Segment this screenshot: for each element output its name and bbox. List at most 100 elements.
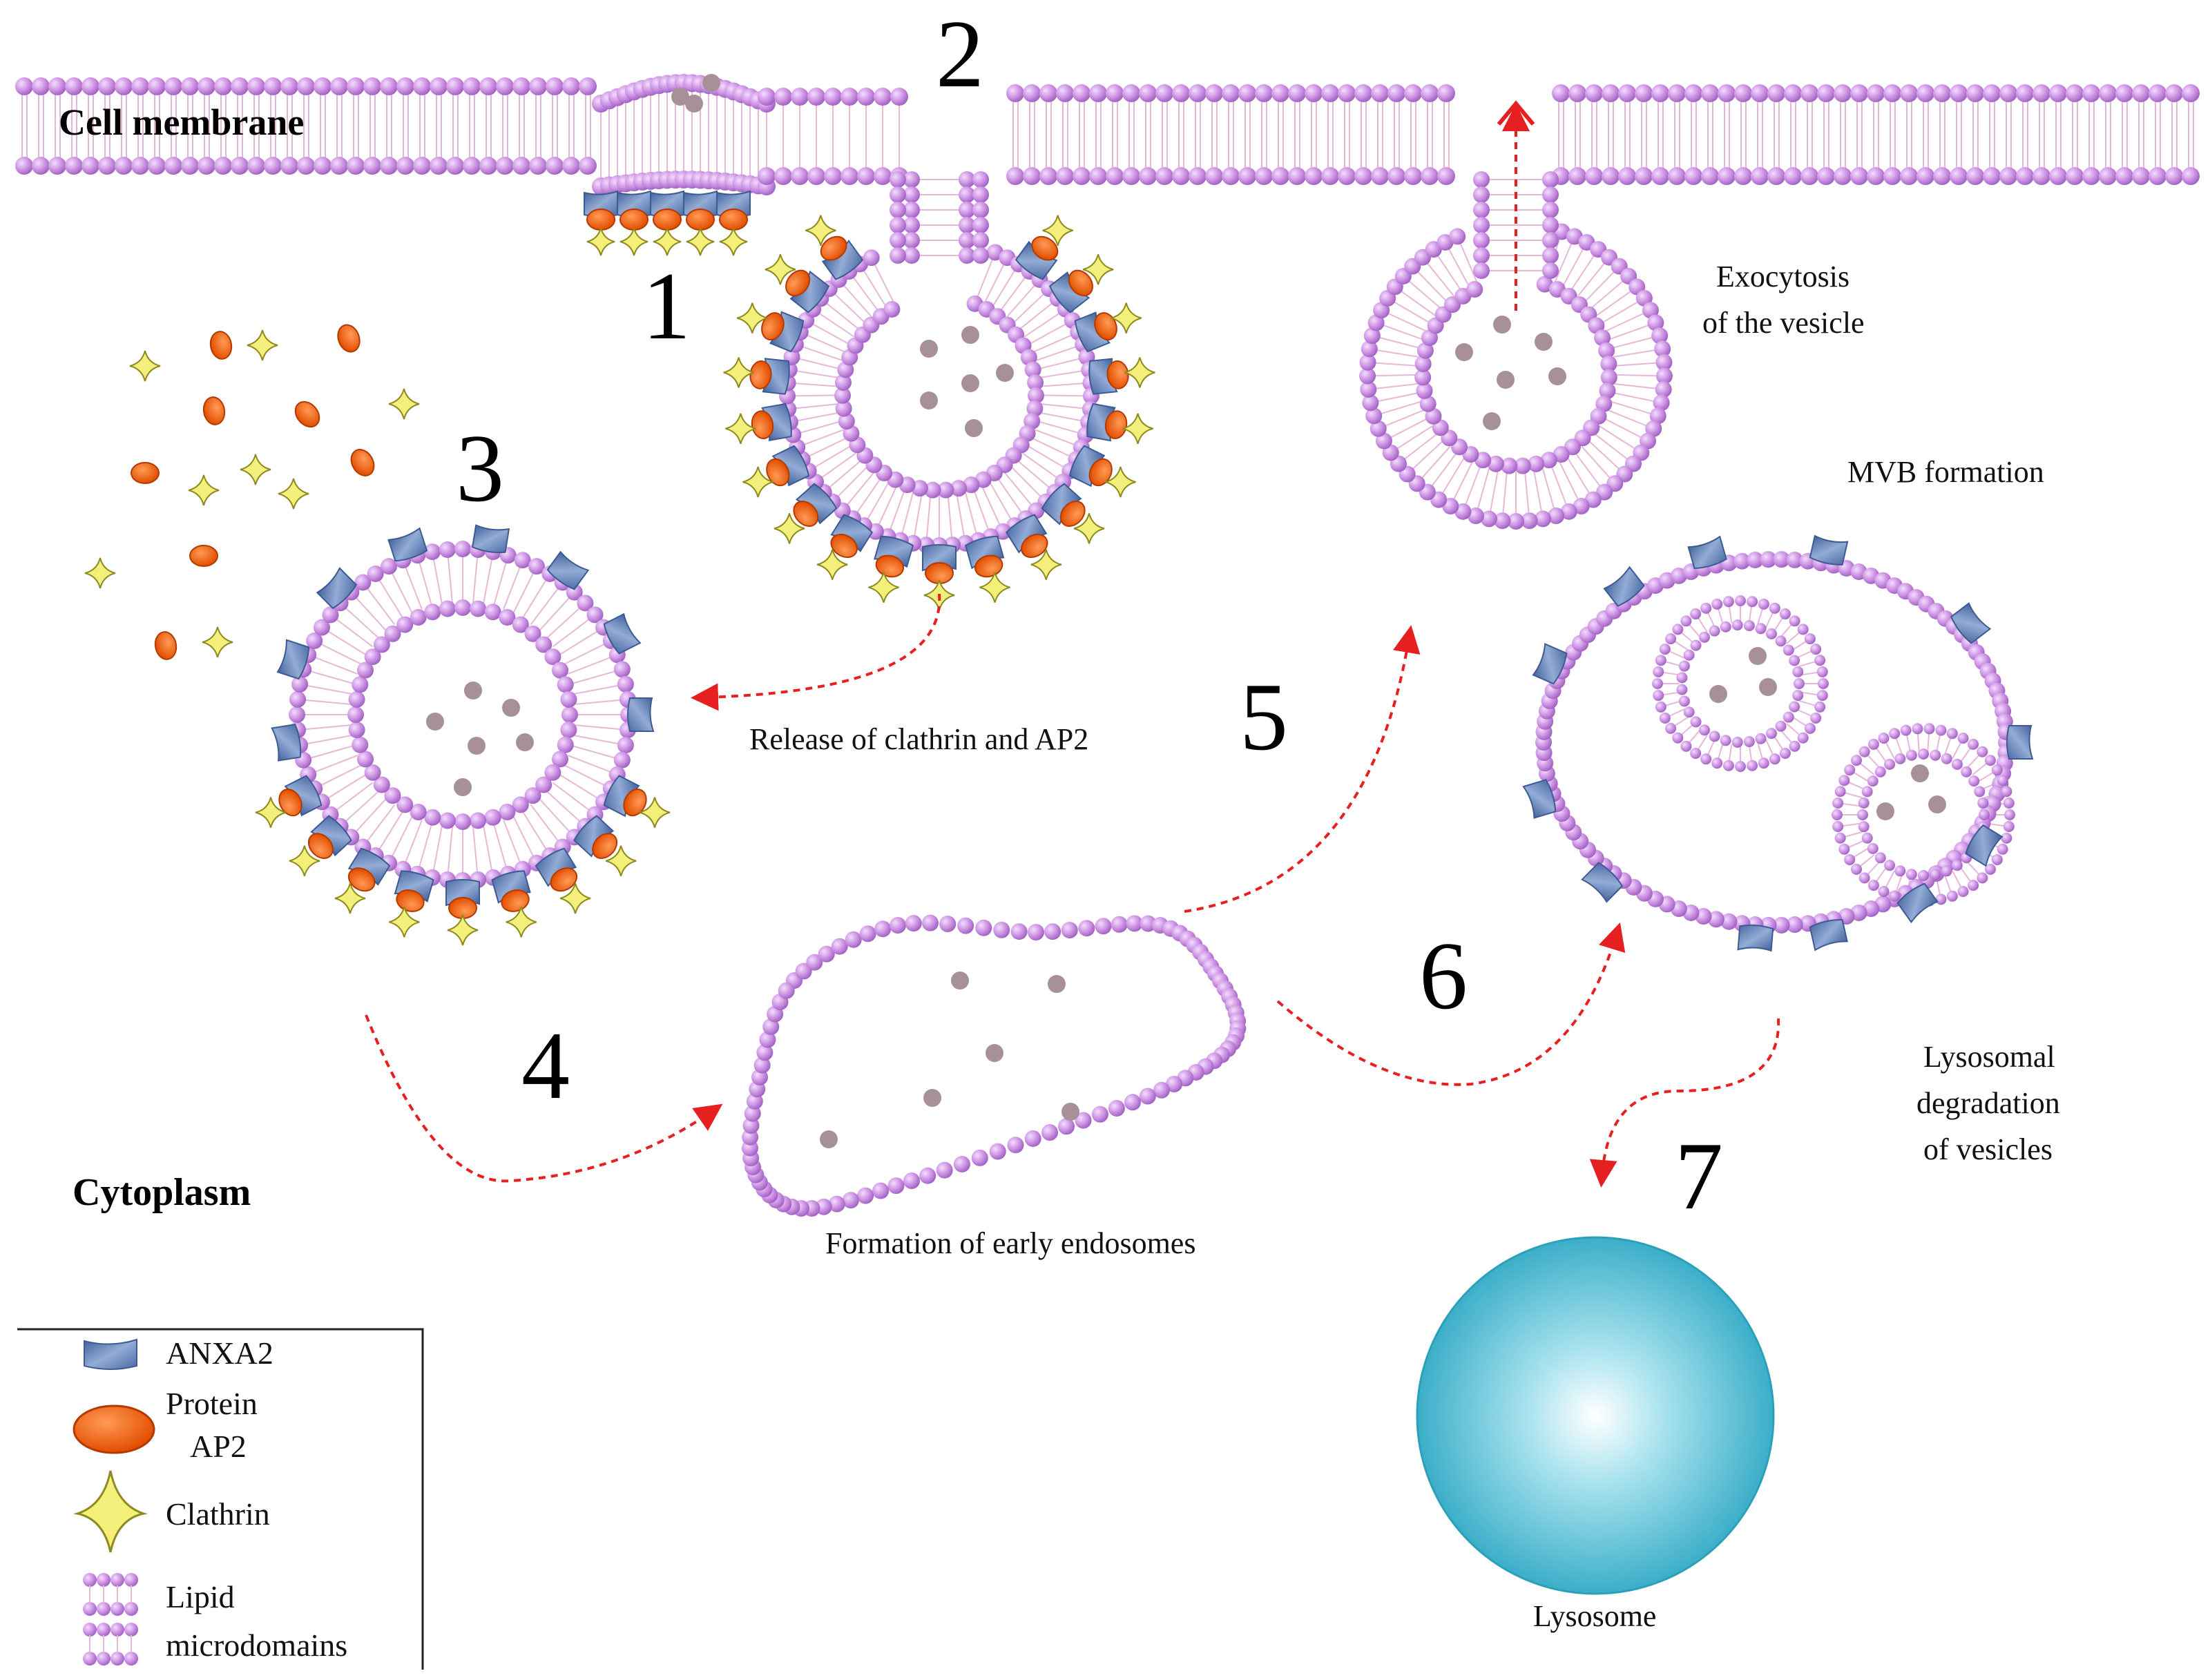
lipid-head bbox=[479, 77, 497, 95]
lipid-head bbox=[1655, 367, 1673, 385]
lipid-head bbox=[613, 661, 631, 678]
lipid-head bbox=[1189, 84, 1207, 102]
lysosomal-label-line2: degradation bbox=[1916, 1086, 2060, 1120]
lipid-tail bbox=[1884, 870, 1895, 890]
lipid-head bbox=[2165, 84, 2183, 102]
lipid-head bbox=[1514, 457, 1531, 474]
lipid-tail bbox=[573, 684, 620, 695]
lipid-head bbox=[1425, 407, 1442, 425]
lipid-head bbox=[1542, 217, 1559, 233]
lipid-head bbox=[198, 77, 215, 95]
lipid-tail bbox=[1846, 839, 1866, 849]
lipid-head bbox=[214, 157, 232, 175]
lipid-head bbox=[1941, 865, 1952, 877]
lipid-head bbox=[963, 476, 980, 494]
exocytosis-label-line1: Exocytosis bbox=[1716, 260, 1849, 293]
lipid-head bbox=[1635, 84, 1653, 102]
lipid-head bbox=[1690, 747, 1702, 759]
clathrin-icon bbox=[247, 329, 278, 361]
lipid-head bbox=[1140, 915, 1157, 932]
lipid-tail bbox=[1441, 456, 1466, 496]
anxa2-icon bbox=[1532, 643, 1568, 685]
lipid-head bbox=[1857, 809, 1868, 820]
lipid-head bbox=[1773, 551, 1790, 568]
lipid-head bbox=[1678, 660, 1690, 672]
cargo-particle bbox=[502, 699, 520, 717]
lipid-head bbox=[972, 232, 989, 249]
lipid-tail bbox=[1672, 639, 1690, 651]
lipid-tail bbox=[1574, 452, 1602, 488]
lipid-head bbox=[1548, 508, 1565, 525]
lipid-head bbox=[1044, 923, 1061, 940]
lipid-tail bbox=[976, 257, 994, 299]
lipid-head bbox=[357, 751, 374, 768]
lipid-head bbox=[1419, 395, 1436, 412]
lipid-head bbox=[2003, 821, 2015, 833]
lipid-head bbox=[1814, 701, 1826, 713]
lipid-head bbox=[1751, 167, 1769, 185]
lipid-head bbox=[903, 186, 920, 203]
lipid-tail bbox=[1662, 699, 1682, 707]
lipid-tail bbox=[1840, 802, 1861, 807]
lipid-head bbox=[231, 157, 249, 175]
lipid-tail bbox=[1798, 699, 1818, 707]
lipid-head bbox=[1718, 167, 1736, 185]
lipid-tail bbox=[303, 724, 351, 731]
lipid-tail bbox=[305, 684, 352, 695]
lipid-head bbox=[1769, 753, 1780, 765]
lipid-tail bbox=[1791, 639, 1809, 651]
lipid-head bbox=[845, 931, 862, 948]
lipid-head bbox=[1124, 1094, 1141, 1111]
lipid-head bbox=[65, 77, 83, 95]
lysosome bbox=[1416, 1236, 1775, 1595]
lipid-head bbox=[1720, 913, 1738, 930]
lipid-tail bbox=[1566, 456, 1591, 496]
lipid-head bbox=[1698, 724, 1710, 736]
lipid-head bbox=[529, 157, 547, 175]
lipid-head bbox=[1321, 167, 1339, 185]
ap2-icon bbox=[501, 889, 530, 912]
clathrin-icon bbox=[805, 215, 836, 247]
lipid-head bbox=[499, 609, 516, 626]
lipid-head bbox=[1473, 247, 1490, 264]
lipid-head bbox=[937, 481, 954, 499]
lipid-head bbox=[1205, 84, 1223, 102]
lipid-head bbox=[824, 88, 842, 106]
lipid-head bbox=[380, 157, 398, 175]
lipid-head bbox=[1951, 758, 1963, 770]
lipid-tail bbox=[1038, 357, 1082, 370]
lipid-tail bbox=[570, 744, 617, 760]
lipid-head bbox=[1905, 869, 1917, 880]
lipid-head bbox=[1786, 916, 1803, 934]
ap2-icon bbox=[550, 867, 578, 892]
lipid-tail bbox=[1374, 349, 1419, 358]
lipid-head bbox=[1867, 775, 1879, 787]
lipid-head bbox=[32, 77, 50, 95]
lipid-head bbox=[2049, 84, 2067, 102]
lipid-head bbox=[1421, 84, 1439, 102]
lipid-head bbox=[1073, 84, 1090, 102]
lipid-head bbox=[1598, 342, 1615, 359]
lipid-tail bbox=[855, 477, 882, 514]
lipid-tail bbox=[1012, 291, 1046, 324]
lipid-tail bbox=[344, 606, 380, 639]
anxa2-icon bbox=[1809, 534, 1849, 566]
lipid-tail bbox=[1786, 723, 1802, 737]
lipid-tail bbox=[512, 571, 535, 615]
lipid-tail bbox=[326, 773, 367, 800]
lipid-tail bbox=[1791, 716, 1809, 728]
lipid-tail bbox=[1756, 742, 1764, 762]
lipid-head bbox=[1568, 167, 1586, 185]
cargo-particle bbox=[464, 682, 482, 699]
lipid-head bbox=[1997, 775, 2008, 786]
lipid-head bbox=[1501, 457, 1518, 474]
lipid-tail bbox=[1452, 461, 1473, 502]
lipid-head bbox=[297, 77, 315, 95]
lipid-tail bbox=[1039, 412, 1084, 422]
coat-proteins bbox=[255, 190, 2034, 952]
arrow-step4 bbox=[365, 1014, 723, 1183]
lipid-tail bbox=[512, 815, 535, 858]
lipid-tail bbox=[575, 724, 622, 731]
lipid-head bbox=[903, 247, 920, 264]
lipid-head bbox=[759, 1031, 776, 1048]
